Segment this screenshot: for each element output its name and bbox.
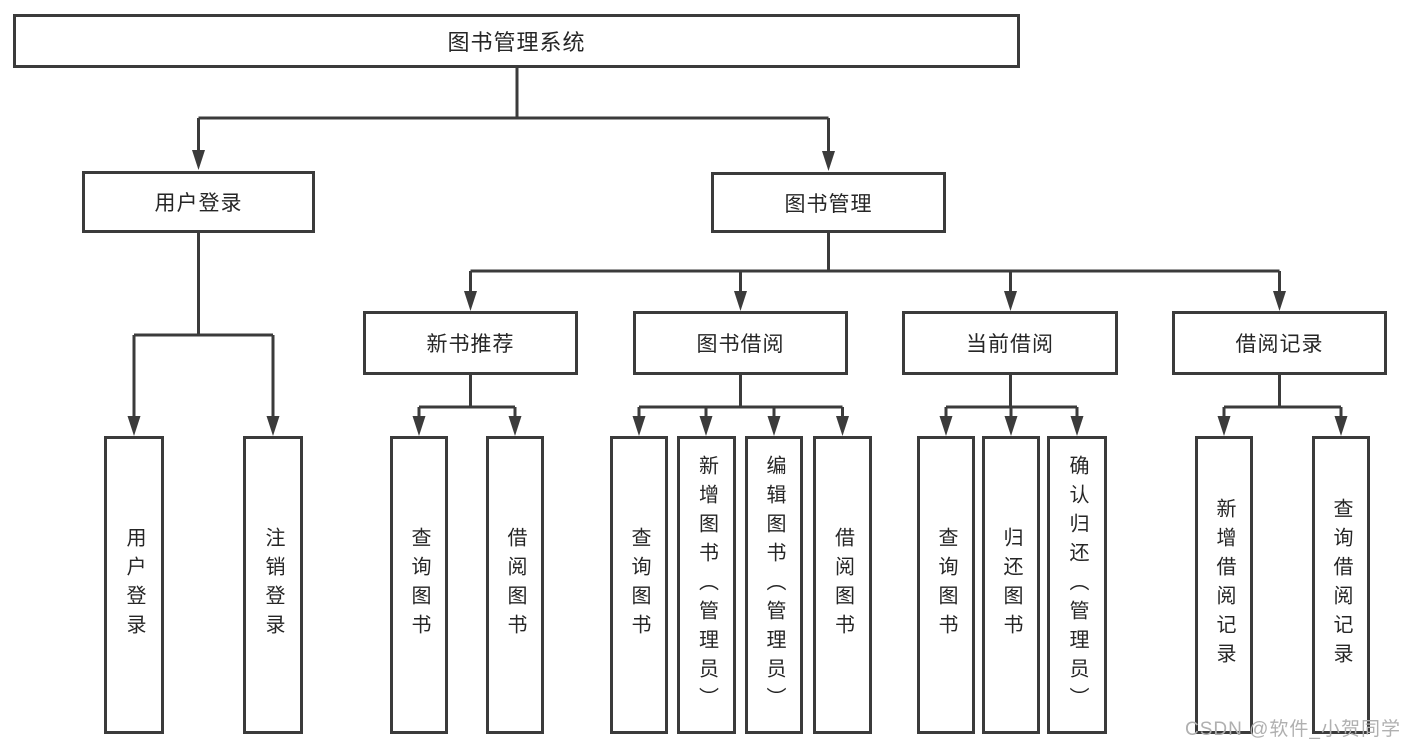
- leaf-logout-label: 注销登录: [262, 527, 284, 643]
- node-borrow-records: 借阅记录: [1172, 311, 1387, 375]
- connector-new-book-children: [412, 375, 522, 436]
- node-book-mgmt: 图书管理: [711, 172, 946, 233]
- leaf-borrow-borrow-books: 借阅图书: [813, 436, 872, 734]
- leaf-borrow-add-books-admin: 新增图书（管理员）: [677, 436, 736, 734]
- leaf-newbook-borrow-books-label: 借阅图书: [504, 527, 526, 643]
- leaf-newbook-query-books: 查询图书: [390, 436, 448, 734]
- leaf-newbook-query-books-label: 查询图书: [408, 527, 430, 643]
- leaf-records-query-record: 查询借阅记录: [1312, 436, 1370, 734]
- leaf-records-add-record-label: 新增借阅记录: [1213, 498, 1235, 672]
- leaf-current-confirm-return-admin: 确认归还（管理员）: [1047, 436, 1107, 734]
- node-user-login-label: 用户登录: [154, 192, 243, 215]
- leaf-user-login-label: 用户登录: [123, 527, 145, 643]
- leaf-current-return-books-label: 归还图书: [1000, 527, 1022, 643]
- leaf-borrow-edit-books-admin: 编辑图书（管理员）: [745, 436, 803, 734]
- node-current-borrow-label: 当前借阅: [966, 333, 1054, 356]
- node-root: 图书管理系统: [13, 14, 1020, 68]
- connector-current-borrow-children: [939, 375, 1084, 436]
- leaf-borrow-query-books: 查询图书: [610, 436, 668, 734]
- leaf-logout: 注销登录: [243, 436, 303, 734]
- leaf-borrow-edit-books-admin-label: 编辑图书（管理员）: [763, 454, 785, 716]
- leaf-newbook-borrow-books: 借阅图书: [486, 436, 544, 734]
- node-new-book-rec-label: 新书推荐: [426, 333, 515, 356]
- connector-book-borrow-children: [632, 375, 849, 436]
- node-root-label: 图书管理系统: [447, 30, 586, 55]
- connector-book-mgmt-children: [464, 233, 1286, 311]
- leaf-records-query-record-label: 查询借阅记录: [1330, 498, 1352, 672]
- leaf-current-return-books: 归还图书: [982, 436, 1040, 734]
- node-book-borrow-label: 图书借阅: [696, 333, 785, 356]
- leaf-borrow-query-books-label: 查询图书: [628, 527, 650, 643]
- node-current-borrow: 当前借阅: [902, 311, 1118, 375]
- node-borrow-records-label: 借阅记录: [1235, 333, 1324, 356]
- leaf-current-query-books-label: 查询图书: [935, 527, 957, 643]
- node-new-book-rec: 新书推荐: [363, 311, 578, 375]
- leaf-records-add-record: 新增借阅记录: [1195, 436, 1253, 734]
- node-book-borrow: 图书借阅: [633, 311, 848, 375]
- leaf-borrow-borrow-books-label: 借阅图书: [831, 527, 854, 643]
- leaf-current-confirm-return-admin-label: 确认归还（管理员）: [1066, 454, 1088, 716]
- node-book-mgmt-label: 图书管理: [784, 192, 873, 216]
- connector-user-login-children: [127, 233, 280, 436]
- leaf-user-login: 用户登录: [104, 436, 164, 734]
- node-user-login: 用户登录: [82, 171, 315, 233]
- leaf-borrow-add-books-admin-label: 新增图书（管理员）: [695, 454, 718, 716]
- leaf-current-query-books: 查询图书: [917, 436, 975, 734]
- connector-borrow-records-children: [1217, 375, 1348, 436]
- watermark-text: CSDN @软件_小贺同学: [1185, 719, 1401, 740]
- connector-root-to-level2: [192, 67, 835, 171]
